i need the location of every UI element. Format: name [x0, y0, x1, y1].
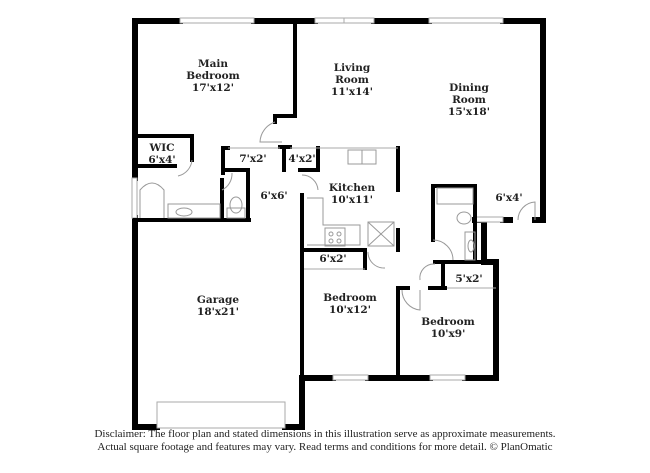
room-bedroom-3: Bedroom 10'x9'	[421, 316, 475, 340]
room-bedroom-2: Bedroom 10'x12'	[323, 292, 377, 316]
room-dining-room: Dining Room 15'x18'	[448, 82, 490, 118]
room-living-room: Living Room 11'x14'	[331, 62, 373, 98]
room-entry-6x4: 6'x4'	[495, 192, 522, 204]
room-name: Bedroom	[186, 70, 240, 82]
closet-doors	[228, 147, 496, 289]
room-name: Room	[335, 74, 369, 86]
interior-walls	[133, 19, 498, 380]
room-dims: 11'x14'	[331, 86, 373, 98]
room-dims: 17'x12'	[192, 82, 234, 94]
room-name: Garage	[196, 294, 240, 306]
room-closet-7x2: 7'x2'	[239, 153, 266, 165]
room-name: Room	[452, 94, 486, 106]
room-garage: Garage 18'x21'	[197, 294, 239, 318]
room-dims: 7'x2'	[239, 153, 267, 165]
room-name: WIC	[149, 142, 175, 154]
disclaimer: Disclaimer: The floor plan and stated di…	[0, 428, 650, 454]
room-dims: 6'x4'	[148, 154, 176, 166]
room-dims: 10'x9'	[430, 328, 466, 340]
room-name: Main	[197, 58, 229, 70]
room-dims: 10'x11'	[331, 194, 373, 206]
room-wic: WIC 6'x4'	[148, 142, 175, 166]
room-name: Dining	[449, 82, 489, 94]
room-dims: 5'x2'	[455, 273, 483, 285]
disclaimer-line-1: Disclaimer: The floor plan and stated di…	[94, 428, 556, 440]
room-name: Bedroom	[421, 316, 475, 328]
room-dims: 10'x12'	[329, 304, 371, 316]
room-name: Kitchen	[328, 182, 376, 194]
room-name: Living	[333, 62, 371, 74]
room-hall-6x6: 6'x6'	[260, 190, 287, 202]
exterior-walls	[132, 18, 546, 430]
room-name: Bedroom	[323, 292, 377, 304]
room-dims: 18'x21'	[197, 306, 239, 318]
room-kitchen: Kitchen 10'x11'	[329, 182, 375, 206]
room-dims: 6'x4'	[495, 192, 523, 204]
disclaimer-line-2: Actual square footage and features may v…	[97, 441, 553, 453]
fixtures	[139, 149, 476, 261]
room-dims: 6'x2'	[319, 253, 347, 265]
windows	[131, 17, 504, 429]
room-dims: 4'x2'	[288, 153, 316, 165]
room-closet-4x2: 4'x2'	[288, 153, 315, 165]
room-dims: 6'x6'	[260, 190, 288, 202]
door-swings	[177, 121, 536, 311]
room-closet-5x2: 5'x2'	[455, 273, 482, 285]
room-closet-6x2: 6'x2'	[319, 253, 346, 265]
room-main-bedroom: Main Bedroom 17'x12'	[186, 58, 240, 94]
room-dims: 15'x18'	[448, 106, 490, 118]
